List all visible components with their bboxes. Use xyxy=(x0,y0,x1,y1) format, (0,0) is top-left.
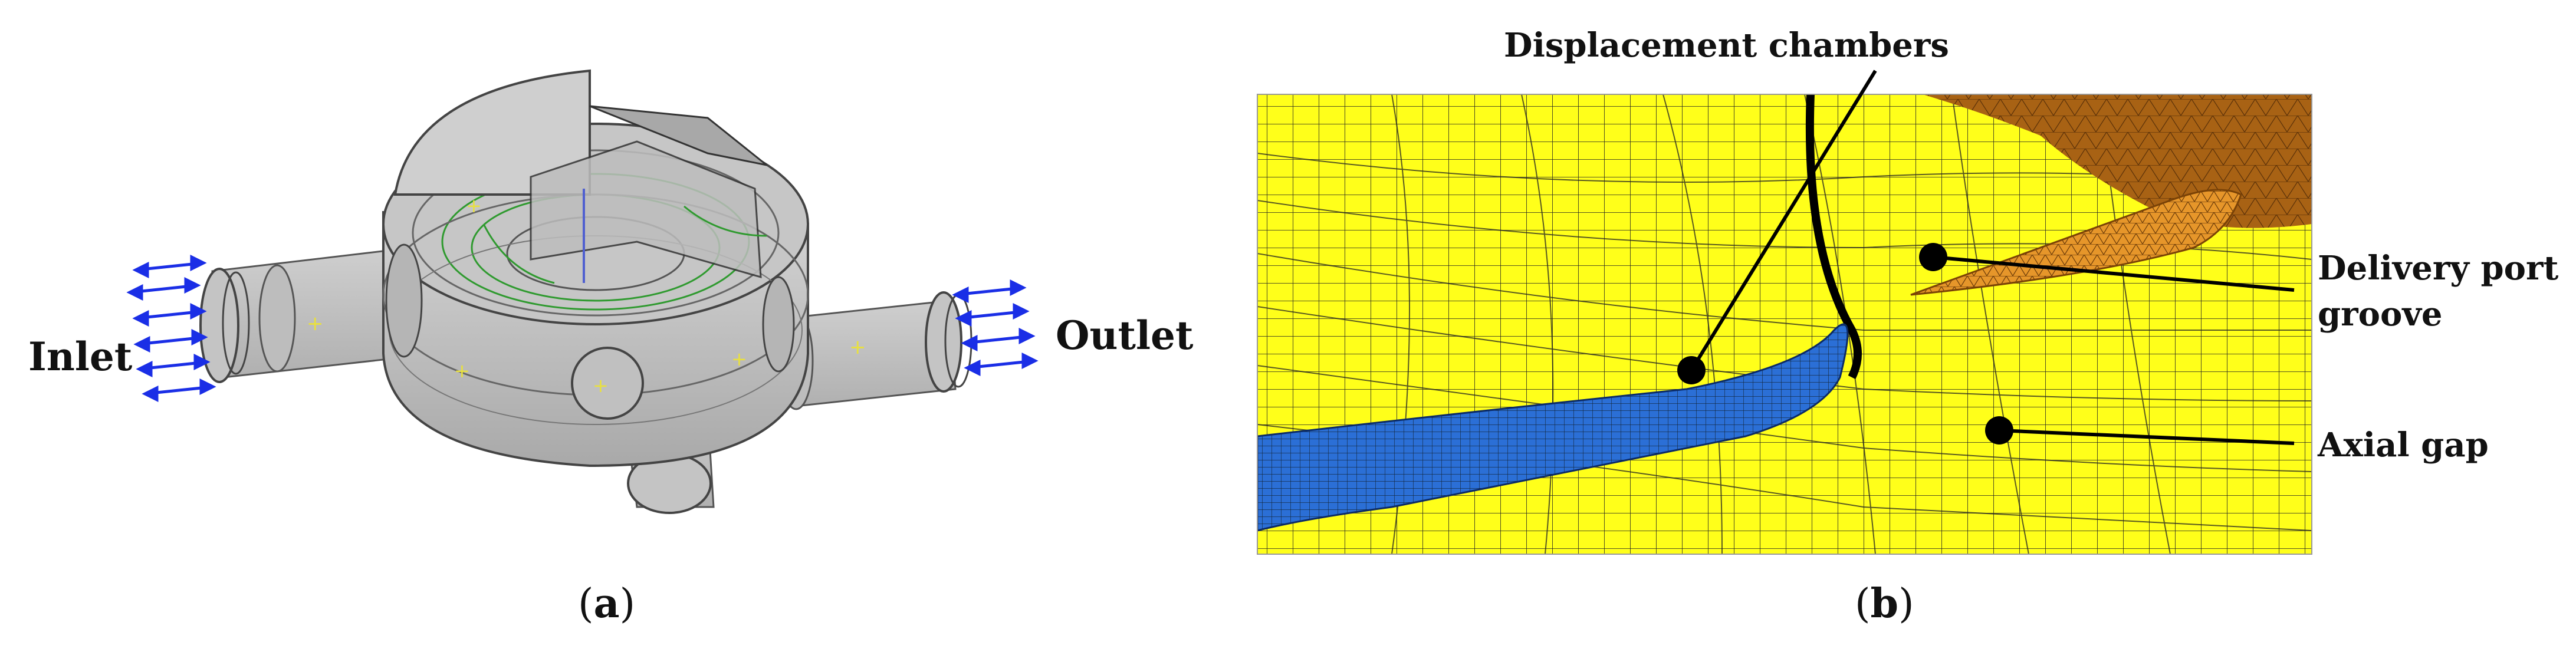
mesh-detail: Displacement chambers Delivery port groo… xyxy=(1257,26,2558,555)
chamber-wall-edge xyxy=(1805,94,1862,380)
caption-b: (b) xyxy=(1855,580,1914,627)
delivery-port-label-line1: Delivery port xyxy=(2318,249,2558,288)
outlet-label: Outlet xyxy=(1056,312,1194,358)
displacement-chamber-mesh xyxy=(1257,323,1849,532)
panel-a: + + + xyxy=(28,69,1194,514)
axial-gap-label: Axial gap xyxy=(2317,426,2489,465)
svg-text:+: + xyxy=(307,312,324,335)
inlet-pipe: + xyxy=(199,246,438,383)
caption-a: (a) xyxy=(578,580,636,627)
svg-text:+: + xyxy=(593,374,609,397)
inlet-flow-arrows xyxy=(126,254,216,403)
pump-body: + + + + xyxy=(382,69,809,468)
displacement-chambers-label: Displacement chambers xyxy=(1504,26,1949,65)
mesh-frame xyxy=(1257,94,2312,555)
svg-text:+: + xyxy=(466,195,482,217)
inlet-label: Inlet xyxy=(28,334,133,380)
delivery-port-label-line2: groove xyxy=(2318,295,2443,334)
pump-housing-model: + + + xyxy=(28,69,1194,514)
svg-text:+: + xyxy=(731,348,747,370)
mesh-region xyxy=(1257,94,2312,554)
outlet-flow-arrows xyxy=(952,279,1039,377)
svg-text:+: + xyxy=(454,360,470,382)
annotation-leaders xyxy=(1677,70,2295,445)
svg-text:+: + xyxy=(849,335,866,359)
panel-b: Displacement chambers Delivery port groo… xyxy=(1215,0,2576,665)
delivery-port-groove-mesh xyxy=(1910,189,2242,296)
